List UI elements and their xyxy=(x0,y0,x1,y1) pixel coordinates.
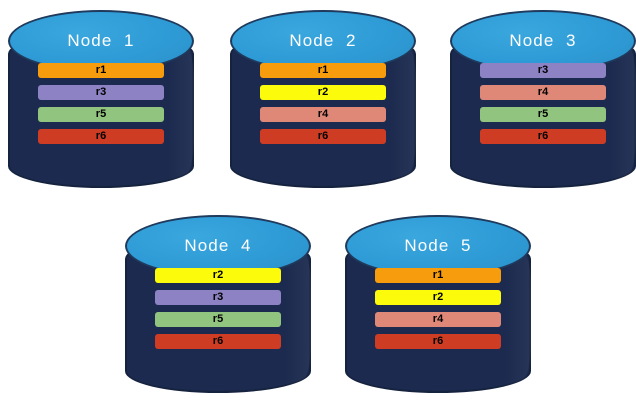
replica-bar-r3[interactable]: r3 xyxy=(155,290,281,305)
node-label: Node 3 xyxy=(509,31,577,50)
node-label: Node 5 xyxy=(404,236,472,255)
replica-bar-r3[interactable]: r3 xyxy=(480,63,606,78)
replica-bar-r6[interactable]: r6 xyxy=(155,334,281,349)
replica-bar-r5[interactable]: r5 xyxy=(480,107,606,122)
replica-bar-r1[interactable]: r1 xyxy=(260,63,386,78)
node-label: Node 1 xyxy=(67,31,135,50)
replica-bar-r2[interactable]: r2 xyxy=(260,85,386,100)
node-label: Node 4 xyxy=(184,236,252,255)
database-node-4[interactable]: Node 4 r2 r3 r5 r6 xyxy=(125,215,311,393)
replica-bar-r4[interactable]: r4 xyxy=(260,107,386,122)
replica-list: r1 r2 r4 r6 xyxy=(375,268,501,349)
database-node-1[interactable]: Node 1 r1 r3 r5 r6 xyxy=(8,10,194,188)
replica-bar-r6[interactable]: r6 xyxy=(480,129,606,144)
database-node-2[interactable]: Node 2 r1 r2 r4 r6 xyxy=(230,10,416,188)
replica-bar-r5[interactable]: r5 xyxy=(38,107,164,122)
replica-bar-r6[interactable]: r6 xyxy=(375,334,501,349)
replica-bar-r3[interactable]: r3 xyxy=(38,85,164,100)
replica-bar-r4[interactable]: r4 xyxy=(480,85,606,100)
replica-bar-r1[interactable]: r1 xyxy=(375,268,501,283)
replica-list: r1 r3 r5 r6 xyxy=(38,63,164,144)
replica-bar-r2[interactable]: r2 xyxy=(375,290,501,305)
node-cylinder-top xyxy=(345,215,531,277)
replica-list: r3 r4 r5 r6 xyxy=(480,63,606,144)
replica-list: r2 r3 r5 r6 xyxy=(155,268,281,349)
database-node-5[interactable]: Node 5 r1 r2 r4 r6 xyxy=(345,215,531,393)
replica-bar-r6[interactable]: r6 xyxy=(260,129,386,144)
node-cylinder-top xyxy=(450,10,636,72)
replica-bar-r1[interactable]: r1 xyxy=(38,63,164,78)
replica-list: r1 r2 r4 r6 xyxy=(260,63,386,144)
replica-bar-r4[interactable]: r4 xyxy=(375,312,501,327)
replica-bar-r5[interactable]: r5 xyxy=(155,312,281,327)
replica-bar-r6[interactable]: r6 xyxy=(38,129,164,144)
database-node-3[interactable]: Node 3 r3 r4 r5 r6 xyxy=(450,10,636,188)
node-label: Node 2 xyxy=(289,31,357,50)
replica-bar-r2[interactable]: r2 xyxy=(155,268,281,283)
